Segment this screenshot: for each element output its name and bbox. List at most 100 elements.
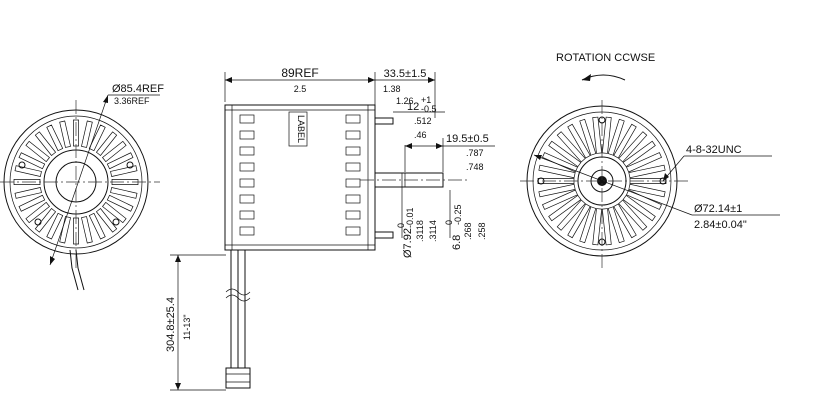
cooling-fin	[88, 212, 106, 240]
right-mount-hole	[598, 238, 606, 246]
left-diameter-inch-label: 3.36REF	[114, 96, 150, 106]
cooling-fin	[556, 131, 586, 163]
cooling-fin	[34, 208, 57, 233]
arrowhead	[428, 77, 435, 83]
cooling-fin	[73, 119, 79, 147]
vent-slot	[345, 178, 361, 188]
cooling-fin	[59, 120, 71, 148]
right-mount-hole	[659, 177, 667, 185]
lead-length-label: 304.8±25.4	[165, 297, 177, 352]
arrowhead	[436, 143, 443, 149]
cooling-fin	[46, 124, 64, 152]
cooling-fin	[556, 199, 586, 231]
bolt-circle-inch-label: 2.84±0.04"	[694, 219, 747, 231]
cooling-fin	[88, 124, 106, 152]
dim-268-label: .268	[463, 222, 473, 240]
length-label: 89REF	[281, 66, 318, 80]
cooling-fin	[618, 131, 648, 163]
cooling-fin	[46, 212, 64, 240]
side-vent-slots	[239, 114, 361, 236]
left-end-view: Ø85.4REF 3.36REF	[0, 83, 164, 291]
cooling-fin	[622, 194, 656, 222]
vent-slot	[239, 114, 255, 124]
dim-46-label: .46	[414, 130, 427, 140]
vent-slot	[345, 114, 361, 124]
cooling-fin	[601, 116, 612, 154]
cooling-fin	[548, 140, 582, 168]
cooling-fin	[607, 206, 625, 244]
overhang-inch-label: 1.38	[383, 84, 401, 94]
cooling-fin	[102, 201, 127, 224]
cooling-fin	[622, 140, 656, 168]
connector-plug	[225, 367, 251, 389]
dim-126-label: 1.26	[396, 96, 414, 106]
left-lead-wire	[75, 249, 85, 291]
cooling-fin	[81, 120, 93, 148]
left-lead-wire	[69, 249, 79, 291]
label-plate-text: LABEL	[296, 115, 306, 143]
cooling-fin	[626, 189, 662, 210]
arrowhead	[663, 173, 669, 181]
vent-slot	[345, 162, 361, 172]
cooling-fin	[59, 216, 71, 244]
vent-slot	[239, 162, 255, 172]
dim-512-label: .512	[414, 116, 432, 126]
left-mount-hole	[126, 161, 134, 169]
overhang-label: 33.5±1.5	[384, 68, 427, 80]
vent-slot	[239, 194, 255, 204]
length-inch-label: 2.5	[294, 84, 307, 94]
cooling-fin	[579, 206, 597, 244]
shaft-diameter-tol-lower: -0.01	[405, 207, 415, 228]
cooling-fin	[548, 194, 582, 222]
cooling-fin	[95, 208, 118, 233]
cooling-fin	[34, 131, 57, 156]
bolt-circle-label: Ø72.14±1	[694, 203, 742, 215]
flat-depth-tol-lower: -0.25	[453, 204, 463, 225]
right-cooling-fins	[537, 116, 667, 246]
arrowhead	[405, 143, 412, 149]
bolt-circle-leader	[533, 154, 693, 216]
shaft-length-inch-label: .787	[466, 148, 484, 158]
arrowhead	[225, 77, 232, 83]
cooling-fin	[567, 203, 591, 239]
break-mark	[225, 288, 251, 296]
cooling-fin	[25, 140, 50, 163]
cooling-fin	[25, 201, 50, 224]
vent-slot	[239, 130, 255, 140]
cooling-fin	[18, 194, 46, 212]
label-plate	[288, 111, 308, 147]
left-mount-hole	[34, 218, 42, 226]
cooling-fin	[542, 189, 578, 210]
cooling-fin	[579, 118, 597, 156]
right-mount-hole	[598, 116, 606, 124]
left-diameter-leader	[49, 94, 109, 266]
vent-slot	[345, 210, 361, 220]
cooling-fin	[95, 131, 118, 156]
lead-length-inch-label: 11-13"	[182, 314, 192, 340]
side-view: 89REF 2.5 LABEL 33.5±1.5 1.38 1.26 12 +1…	[165, 66, 495, 391]
vent-slot	[345, 130, 361, 140]
cooling-fin	[13, 179, 41, 185]
cooling-fin	[592, 208, 603, 246]
cooling-fin	[106, 194, 134, 212]
break-mark	[225, 294, 251, 302]
cooling-fin	[102, 140, 127, 163]
flat-label: 12	[407, 101, 419, 113]
cooling-fin	[81, 216, 93, 244]
cooling-fin	[537, 178, 575, 184]
mount-stud	[374, 231, 394, 239]
arrowhead	[368, 77, 375, 83]
flat-depth-label: 6.8	[451, 235, 463, 250]
cooling-fin	[567, 123, 591, 159]
shaft-diameter-tol-upper: 0	[396, 223, 406, 228]
left-mount-hole	[112, 218, 120, 226]
cooling-fin	[613, 203, 637, 239]
cooling-fin	[106, 152, 134, 170]
arrowhead	[175, 383, 181, 390]
left-diameter-label: Ø85.4REF	[112, 83, 164, 95]
vent-slot	[239, 146, 255, 156]
flat-depth-tol-upper: 0	[444, 220, 454, 225]
cooling-fin	[613, 123, 637, 159]
vent-slot	[239, 178, 255, 188]
